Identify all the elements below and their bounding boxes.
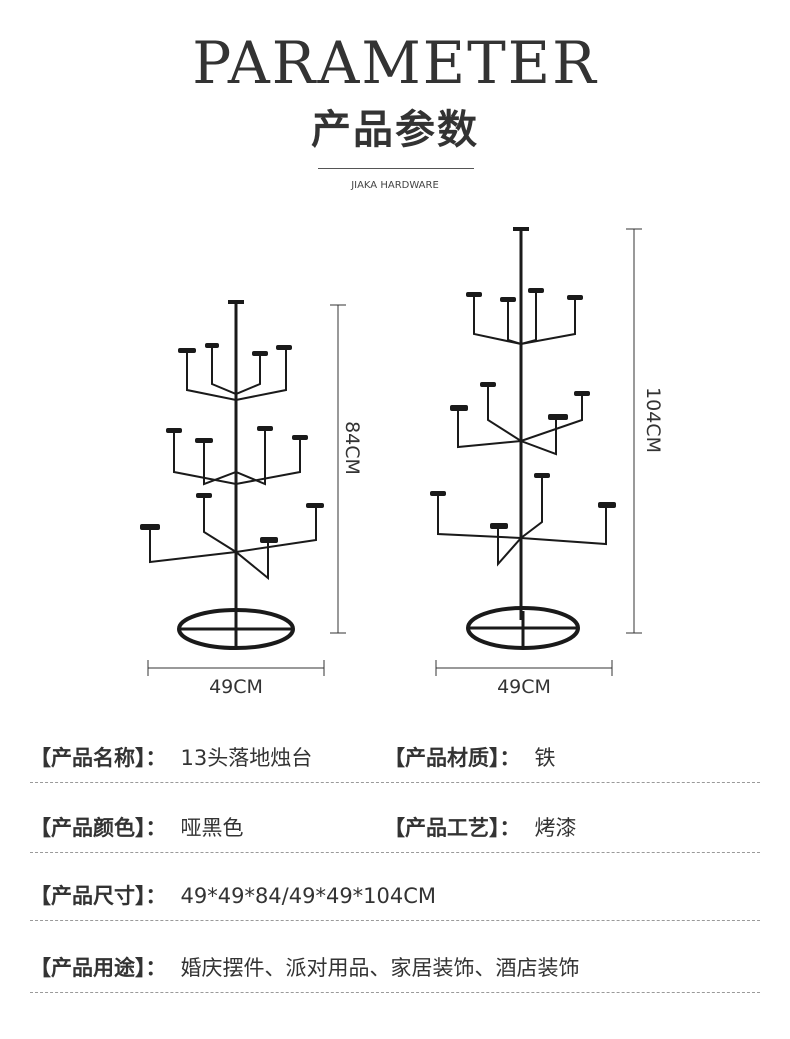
right-width-label: 49CM bbox=[497, 676, 551, 698]
param-row-usage: 【产品用途】： 婚庆摆件、派对用品、家居装饰、酒店装饰 bbox=[30, 952, 760, 993]
param-row-size: 【产品尺寸】： 49*49*84/49*49*104CM bbox=[30, 880, 760, 921]
param-row-color-craft: 【产品颜色】： 哑黑色 【产品工艺】： 烤漆 bbox=[30, 812, 760, 853]
param-name-label: 【产品名称】： bbox=[30, 746, 167, 770]
param-name-value: 13头落地烛台 bbox=[180, 746, 313, 770]
brand-name: JIAKA HARDWARE bbox=[351, 180, 439, 191]
title-english: PARAMETER bbox=[192, 29, 598, 97]
param-row-name-material: 【产品名称】： 13头落地烛台 【产品材质】： 铁 bbox=[30, 742, 760, 783]
title-chinese: 产品参数 bbox=[311, 107, 479, 153]
param-color-value: 哑黑色 bbox=[180, 816, 244, 840]
param-usage: 【产品用途】： 婚庆摆件、派对用品、家居装饰、酒店装饰 bbox=[30, 952, 580, 984]
left-height-label: 84CM bbox=[341, 421, 363, 475]
param-material: 【产品材质】： 铁 bbox=[384, 742, 556, 774]
param-craft-label: 【产品工艺】： bbox=[384, 816, 521, 840]
param-material-value: 铁 bbox=[534, 746, 556, 770]
param-color-label: 【产品颜色】： bbox=[30, 816, 167, 840]
candelabra-large bbox=[430, 227, 616, 650]
param-material-label: 【产品材质】： bbox=[384, 746, 521, 770]
param-usage-value: 婚庆摆件、派对用品、家居装饰、酒店装饰 bbox=[180, 956, 580, 980]
param-size-value: 49*49*84/49*49*104CM bbox=[180, 884, 437, 908]
param-name: 【产品名称】： 13头落地烛台 bbox=[30, 742, 312, 774]
param-size-label: 【产品尺寸】： bbox=[30, 884, 167, 908]
left-width-label: 49CM bbox=[209, 676, 263, 698]
param-usage-label: 【产品用途】： bbox=[30, 956, 167, 980]
title-divider bbox=[318, 168, 474, 169]
param-color: 【产品颜色】： 哑黑色 bbox=[30, 812, 244, 844]
param-craft-value: 烤漆 bbox=[534, 816, 577, 840]
dimension-lines bbox=[147, 228, 642, 676]
param-size: 【产品尺寸】： 49*49*84/49*49*104CM bbox=[30, 880, 436, 912]
product-figures: 84CM 49CM 104CM 49CM bbox=[140, 227, 664, 698]
candelabra-small bbox=[140, 300, 324, 650]
right-height-label: 104CM bbox=[642, 387, 664, 453]
param-craft: 【产品工艺】： 烤漆 bbox=[384, 812, 577, 844]
